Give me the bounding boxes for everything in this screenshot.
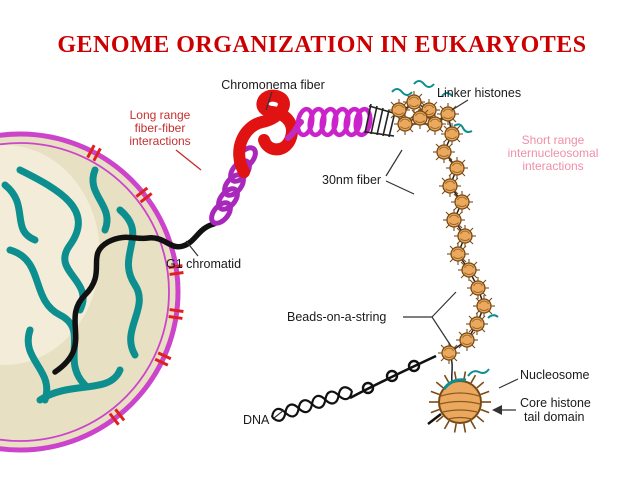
label-nucleosome: Nucleosome [520,368,590,382]
nucleosome-tail [427,413,442,425]
nucleosome-bead [455,328,479,352]
label-g1-chromatid: G1 chromatid [166,257,241,271]
nucleosome-teal-dna [442,368,490,390]
label-long-range-interactions: Long range fiber-fiber interactions [129,108,190,148]
dna-coil-transition [349,354,437,400]
label-short-range-interactions: Short range internucleosomal interaction… [508,133,599,173]
linker-histone-squiggle [441,92,453,97]
label-short-range-line2: internucleosomal [508,146,599,160]
label-core-histone-tail-domain: Core histone tail domain [520,396,591,424]
nucleosome-bead [465,312,489,336]
nucleosome-bead [446,242,470,266]
pointer-nucleosome [498,378,519,389]
label-core-histone-line2: tail domain [524,410,584,424]
nucleosome-bead [472,294,496,318]
page-title: GENOME ORGANIZATION IN EUKARYOTES [57,32,586,58]
dna-helix [270,386,354,422]
magenta-spring [295,106,373,138]
label-short-range-line1: Short range [522,133,585,147]
label-beads-on-a-string: Beads-on-a-string [287,310,386,324]
nucleus [0,131,185,453]
nucleosome-bead [466,276,490,300]
pointer-g1-chromatid [185,240,199,257]
pointer-long-range [175,149,202,171]
arrowhead-core-histone-icon [492,405,502,415]
label-short-range-line3: interactions [522,159,583,173]
pointer-chromonema [265,91,273,111]
pointer-dna [273,409,285,419]
pointer-lines [185,91,519,419]
linker-histone-squiggles [391,80,499,319]
nucleosome-bead [438,174,462,198]
linker-histone-squiggle [413,80,435,88]
label-30nm-fiber: 30nm fiber [322,173,381,187]
nucleosome-chain [387,90,496,365]
label-chromonema-fiber: Chromonema fiber [221,78,325,92]
large-nucleosome [427,368,492,434]
bead-string [395,101,485,392]
nucleosome-bead [432,140,456,164]
label-dna: DNA [243,413,270,427]
pointer-linker-histones [451,99,469,111]
nucleosome-bead [437,341,461,365]
nucleosome-bead [436,102,460,126]
chromonema-fiber-loop [233,89,298,178]
label-long-range-line2: fiber-fiber [135,121,186,135]
nucleosome-bead [442,208,466,232]
linker-histone-squiggle [453,123,473,133]
chromatin-strands [0,145,143,404]
pointer-30nm-lower [385,180,415,195]
g1-chromatid-strand [52,221,217,375]
nucleosome-stripes [439,392,481,420]
pointer-30nm-upper [385,149,403,177]
nucleosome-bead [445,156,469,180]
label-long-range-line1: Long range [130,108,191,122]
label-long-range-line3: interactions [129,134,190,148]
label-linker-histones: Linker histones [437,86,521,100]
label-core-histone-line1: Core histone [520,396,591,410]
nuclear-envelope-inner [0,142,170,442]
linker-histone-squiggle [487,314,499,319]
linker-histone-squiggle [391,88,413,96]
bracket-beads-upper [431,291,457,318]
nucleosome-bead [457,258,481,282]
nucleosome-bead [453,224,477,248]
bracket-beads-lower [431,316,452,347]
